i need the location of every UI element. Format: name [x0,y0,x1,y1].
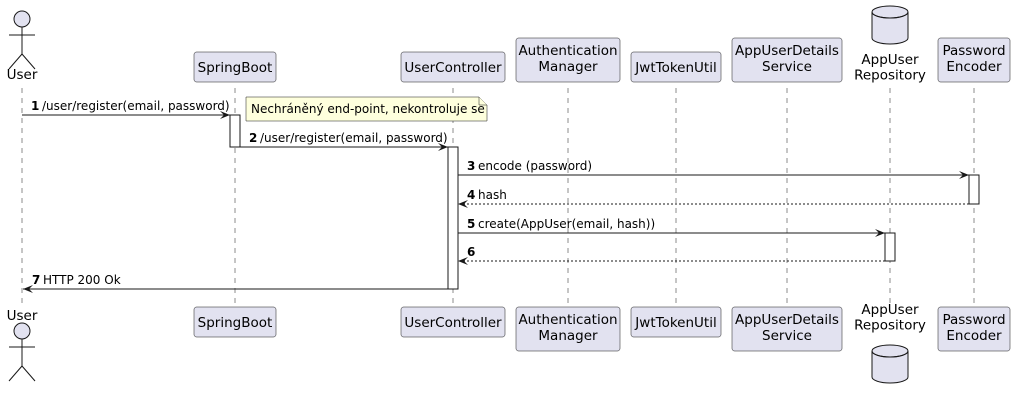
participant-label: User [7,67,38,83]
actor-bottom: User [7,308,38,382]
participant-label: AppUser [861,302,919,318]
participant-label: AppUser [861,52,919,68]
participant-label: Manager [538,328,598,344]
message-label: encode (password) [478,159,592,173]
participant-label: Service [762,59,812,75]
message-number: 6 [467,245,475,259]
message-number: 2 [249,131,257,145]
participant-label: SpringBoot [198,60,273,76]
participant-jwt-bottom: JwtTokenUtil [630,306,722,338]
participant-springboot-top: SpringBoot [193,51,277,83]
message-label: hash [478,188,507,202]
participant-usercontroller-top: UserController [400,51,506,83]
message-number: 4 [467,188,475,202]
participant-label: Password [942,43,1005,59]
participant-label: User [7,308,38,324]
participant-label: Repository [854,318,926,334]
message-number: 3 [467,159,475,173]
participant-label: Manager [538,59,598,75]
message-number: 1 [31,99,39,113]
activation-springboot [229,114,241,148]
participant-label: Password [942,312,1005,328]
message-label: /user/register(email, password) [42,99,230,113]
participant-label: UserController [404,60,502,76]
participant-label: Encoder [946,59,1002,75]
participant-label: Service [762,328,812,344]
message-label: create(AppUser(email, hash)) [478,217,655,231]
activation-repo [884,232,896,262]
note: Nechráněný end-point, nekontroluje se [245,96,488,122]
participant-label: Authentication [518,312,617,328]
message-number: 7 [32,273,40,287]
participant-label: JwtTokenUtil [634,315,716,331]
message-label: /user/register(email, password) [260,131,448,145]
activation-usercontroller [447,146,459,290]
participant-label: Authentication [518,43,617,59]
participant-label: UserController [404,315,502,331]
participant-label: SpringBoot [198,315,273,331]
message-6: 6 [458,245,885,265]
activation-encoder [968,174,980,205]
message-label: HTTP 200 Ok [43,273,121,287]
participant-label: AppUserDetails [735,43,839,59]
actor-top: User [7,10,38,83]
participant-label: Repository [854,68,926,84]
participant-usercontroller-bottom: UserController [400,306,506,338]
message-2: 2/user/register(email, password) [240,131,448,151]
participant-label: JwtTokenUtil [634,60,716,76]
participant-springboot-bottom: SpringBoot [193,306,277,338]
message-1: 1/user/register(email, password) [22,99,230,119]
participant-jwt-top: JwtTokenUtil [630,51,722,83]
participant-label: AppUserDetails [735,312,839,328]
note-text: Nechráněný end-point, nekontroluje se [251,102,485,116]
message-number: 5 [467,217,475,231]
participant-label: Encoder [946,328,1002,344]
